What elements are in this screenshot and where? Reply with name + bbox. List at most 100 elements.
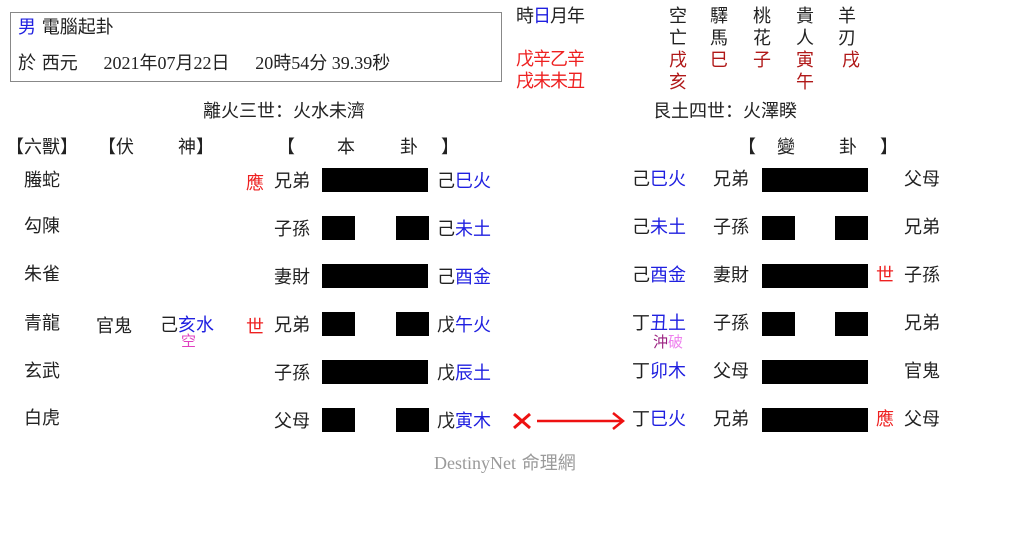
changed-yin-line-left <box>762 216 795 240</box>
shensha-value: 巳 <box>710 50 728 71</box>
najia-stem: 己 <box>437 219 455 240</box>
pillar-stems: 戊辛乙辛 <box>516 49 585 70</box>
six-beasts-header: 【六獸】 <box>6 137 78 158</box>
moving-line-arrow-icon <box>513 412 626 430</box>
changed-najia: 己未土 <box>632 217 686 239</box>
shensha-value: 戌 <box>669 50 687 71</box>
hidden-spirit-header-open: 【伏 <box>98 137 134 158</box>
shensha-name: 刃 <box>838 28 856 49</box>
clash-break-mark: 沖破 <box>653 334 683 350</box>
najia-branch: 卯木 <box>650 361 686 382</box>
ying-mark: 應 <box>246 173 264 194</box>
najia-stem: 丁 <box>632 361 650 382</box>
six-relation: 妻財 <box>274 267 310 288</box>
original-palace-relation: 父母 <box>904 409 940 430</box>
najia-branch: 巳火 <box>455 171 491 192</box>
changed-hexagram-header-2: 卦 <box>839 137 857 158</box>
date-prefix: 於 西元 <box>18 53 78 74</box>
yin-line-left <box>322 216 355 240</box>
changed-yin-line-right <box>835 216 868 240</box>
pillar-label-month: 月 <box>550 6 568 27</box>
najia-branch: 丑土 <box>650 313 686 334</box>
najia-branch: 亥水 <box>178 315 214 336</box>
divination-datetime-line: 於 西元 2021年07月22日 20時54分 39.39秒 <box>18 52 390 75</box>
shensha-name: 馬 <box>710 28 728 49</box>
najia-stem: 己 <box>437 267 455 288</box>
najia-branch: 未土 <box>650 217 686 238</box>
original-palace-relation: 子孫 <box>904 265 940 286</box>
break-mark: 破 <box>668 333 684 351</box>
original-palace-relation: 兄弟 <box>904 217 940 238</box>
najia: 己酉金 <box>437 267 491 289</box>
divination-method-line: 男 電腦起卦 <box>18 17 114 39</box>
shensha-name: 亡 <box>669 28 687 49</box>
najia-stem: 己 <box>632 217 650 238</box>
najia-stem: 戊 <box>437 363 455 384</box>
six-beast: 螣蛇 <box>24 170 60 191</box>
six-beast: 青龍 <box>24 313 60 334</box>
changed-najia: 丁卯木 <box>632 361 686 383</box>
divination-info-box: 男 電腦起卦 於 西元 2021年07月22日 20時54分 39.39秒 <box>10 12 502 82</box>
changed-six-relation: 兄弟 <box>713 409 749 430</box>
changed-najia: 己酉金 <box>632 265 686 287</box>
changed-six-relation: 子孫 <box>713 313 749 334</box>
yang-line <box>322 168 428 192</box>
changed-yang-line <box>762 168 868 192</box>
yang-line <box>322 360 428 384</box>
method: 電腦起卦 <box>41 17 114 38</box>
shensha-value: 戌 <box>842 50 860 71</box>
najia-stem: 戊 <box>437 411 455 432</box>
najia-stem: 己 <box>160 315 178 336</box>
najia-stem: 己 <box>632 265 650 286</box>
shensha-value: 午 <box>796 72 814 93</box>
changed-six-relation: 兄弟 <box>713 169 749 190</box>
najia-stem: 丁 <box>632 313 650 334</box>
original-palace-relation: 兄弟 <box>904 313 940 334</box>
najia-branch: 巳火 <box>650 409 686 430</box>
najia: 戊寅木 <box>437 411 491 433</box>
najia-stem: 戊 <box>437 315 455 336</box>
changed-six-relation: 子孫 <box>713 217 749 238</box>
najia-branch: 酉金 <box>455 267 491 288</box>
najia-branch: 辰土 <box>455 363 491 384</box>
changed-yang-line <box>762 360 868 384</box>
najia-stem: 己 <box>632 169 650 190</box>
najia-branch: 寅木 <box>455 411 491 432</box>
changed-najia: 丁丑土 <box>632 313 686 335</box>
changed-yin-line-left <box>762 312 795 336</box>
shensha-name: 人 <box>796 28 814 49</box>
gender: 男 <box>18 17 36 38</box>
six-relation: 兄弟 <box>274 171 310 192</box>
six-relation: 兄弟 <box>274 315 310 336</box>
watermark-brand: DestinyNet <box>434 453 516 473</box>
changed-yang-line <box>762 264 868 288</box>
shensha-name: 驛 <box>710 6 728 27</box>
six-relation: 子孫 <box>274 363 310 384</box>
shensha-name: 桃 <box>753 6 771 27</box>
shensha-name: 空 <box>669 6 687 27</box>
time: 20時54分 39.39秒 <box>255 53 391 73</box>
shensha-name: 羊 <box>838 6 856 27</box>
main-hexagram-header-1: 本 <box>337 137 355 158</box>
six-relation: 子孫 <box>274 219 310 240</box>
najia-branch: 巳火 <box>650 169 686 190</box>
pillar-labels: 時日月年 <box>516 6 585 28</box>
watermark-cn: 命理網 <box>521 453 576 474</box>
shensha-kongwang: 空 亡 戌 亥 <box>667 6 689 94</box>
shensha-name: 花 <box>753 28 771 49</box>
six-beast: 朱雀 <box>24 264 60 285</box>
main-hexagram-title: 離火三世：火水未濟 <box>203 101 365 122</box>
yin-line-left <box>322 312 355 336</box>
six-beast: 玄武 <box>24 361 60 382</box>
shensha-yima: 驛 馬 巳 <box>708 6 730 72</box>
clash-mark: 沖 <box>653 333 669 351</box>
najia: 戊午火 <box>437 315 491 337</box>
six-relation: 父母 <box>274 411 310 432</box>
yin-line-right <box>396 408 429 432</box>
pillar-branches: 戌未未丑 <box>516 71 585 92</box>
yin-line-left <box>322 408 355 432</box>
najia-branch: 未土 <box>455 219 491 240</box>
original-palace-relation: 官鬼 <box>904 361 940 382</box>
shi-mark: 世 <box>246 317 264 338</box>
six-beast: 勾陳 <box>24 216 60 237</box>
